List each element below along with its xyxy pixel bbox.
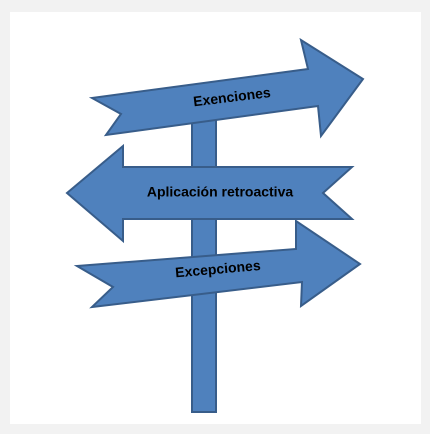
arrow-shape-aplicacion-retroactiva	[65, 143, 355, 244]
arrow-shape-exenciones	[88, 37, 365, 139]
sign-arrow-exenciones: Exenciones	[88, 37, 365, 139]
arrow-shape-excepciones	[73, 219, 362, 309]
sign-arrow-aplicacion-retroactiva: Aplicación retroactiva	[65, 143, 355, 244]
sign-arrow-excepciones: Excepciones	[73, 219, 362, 309]
sign-label-aplicacion-retroactiva: Aplicación retroactiva	[147, 184, 293, 200]
signpost-pole	[191, 91, 217, 413]
sign-label-excepciones: Excepciones	[175, 257, 262, 280]
